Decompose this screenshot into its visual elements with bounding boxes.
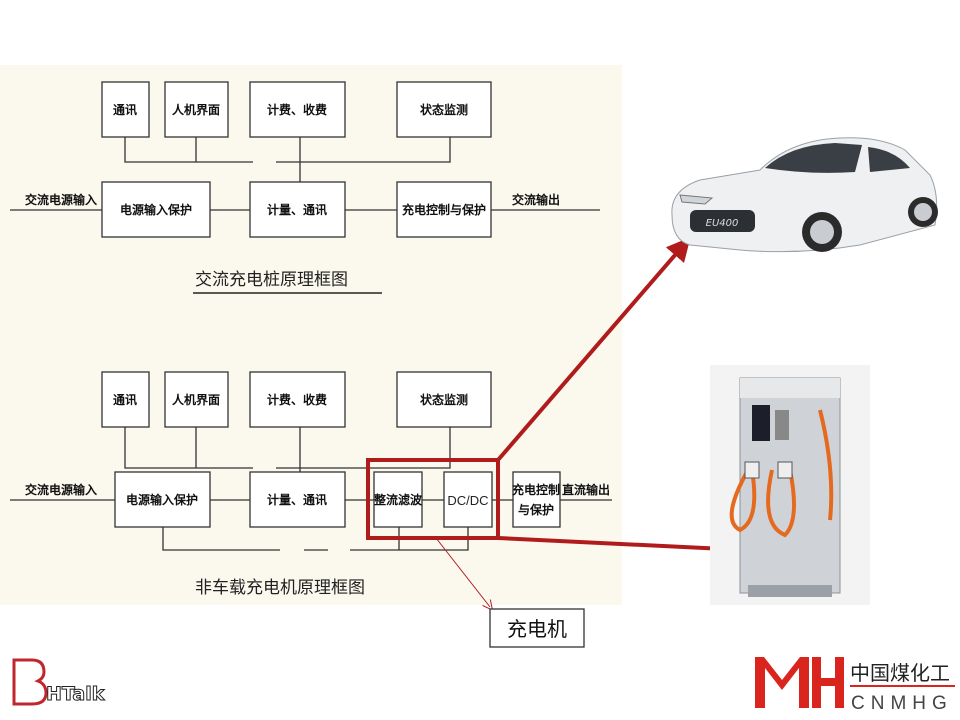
ac-box-hmi-label: 人机界面: [172, 102, 220, 117]
dc-box-charge-control-label-1: 充电控制: [512, 482, 560, 497]
dc-box-metering: [249, 471, 346, 528]
ac-box-billing-label: 计费、收费: [267, 102, 327, 117]
ac-box-charge-control-label: 充电控制与保护: [402, 202, 486, 217]
ac-input-label: 交流电源输入: [25, 192, 97, 207]
ac-box-monitor-label: 状态监测: [420, 102, 468, 117]
dc-box-rectifier: [373, 471, 423, 528]
ac-box-comm: [101, 81, 150, 138]
dc-box-charge-control: [512, 471, 561, 528]
dc-box-billing-label: 计费、收费: [267, 392, 327, 407]
callout-label: 充电机: [507, 617, 567, 641]
arrow-to-car: [496, 236, 691, 462]
arrow-to-charger: [497, 536, 749, 562]
car-image: EU400: [671, 137, 938, 253]
dc-box-input-protect: [114, 471, 211, 528]
dc-connectors: [10, 427, 612, 551]
dc-box-billing: [249, 371, 346, 428]
dc-box-rectifier-label: 整流滤波: [373, 492, 423, 507]
ac-diagram-title: 交流充电桩原理框图: [195, 270, 348, 290]
ac-box-billing: [249, 81, 346, 138]
dc-output-label: 直流输出: [562, 482, 610, 497]
ac-connectors: [10, 137, 600, 211]
charger-image: [710, 365, 870, 605]
ac-box-charge-control: [396, 181, 492, 238]
dc-box-monitor-label: 状态监测: [420, 392, 468, 407]
ac-box-input-protect-label: 电源输入保护: [120, 202, 192, 217]
car-plate: EU400: [706, 218, 739, 229]
ac-box-hmi: [164, 81, 229, 138]
dc-diagram: 通讯 人机界面 计费、收费 状态监测 电源输入保护 计量、通讯 整流滤波 DC/…: [10, 371, 612, 598]
dc-box-charge-control-label-2: 与保护: [518, 502, 554, 517]
cnmhg-cn-text: 中国煤化工: [850, 661, 950, 685]
dc-diagram-title: 非车载充电机原理框图: [195, 578, 365, 598]
dc-box-comm-label: 通讯: [113, 392, 137, 407]
dc-box-comm: [101, 371, 150, 428]
callout-arrow: [435, 537, 490, 607]
dc-box-dcdc: [443, 471, 493, 528]
ac-box-input-protect: [101, 181, 211, 238]
dc-input-label: 交流电源输入: [25, 482, 97, 497]
dc-box-dcdc-label: DC/DC: [447, 493, 488, 508]
bhtalk-logo: HTalk: [12, 658, 105, 706]
svg-text:HTalk: HTalk: [46, 683, 105, 705]
dc-box-metering-label: 计量、通讯: [267, 492, 327, 507]
dc-box-hmi: [164, 371, 229, 428]
cnmhg-logo: 中国煤化工 CNMHG: [755, 657, 955, 714]
charger-highlight-box: [366, 458, 500, 540]
callout-box: [489, 608, 585, 648]
dc-box-hmi-label: 人机界面: [172, 392, 220, 407]
dc-box-monitor: [396, 371, 492, 428]
ac-diagram: 通讯 人机界面 计费、收费 状态监测 电源输入保护 计量、通讯 充电控制与保护 …: [10, 81, 600, 294]
ac-box-metering: [249, 181, 346, 238]
dc-box-input-protect-label: 电源输入保护: [126, 492, 198, 507]
ac-box-metering-label: 计量、通讯: [267, 202, 327, 217]
cnmhg-en-text: CNMHG: [851, 693, 953, 714]
ac-output-label: 交流输出: [512, 192, 560, 207]
ac-box-monitor: [396, 81, 492, 138]
ac-box-comm-label: 通讯: [113, 102, 137, 117]
